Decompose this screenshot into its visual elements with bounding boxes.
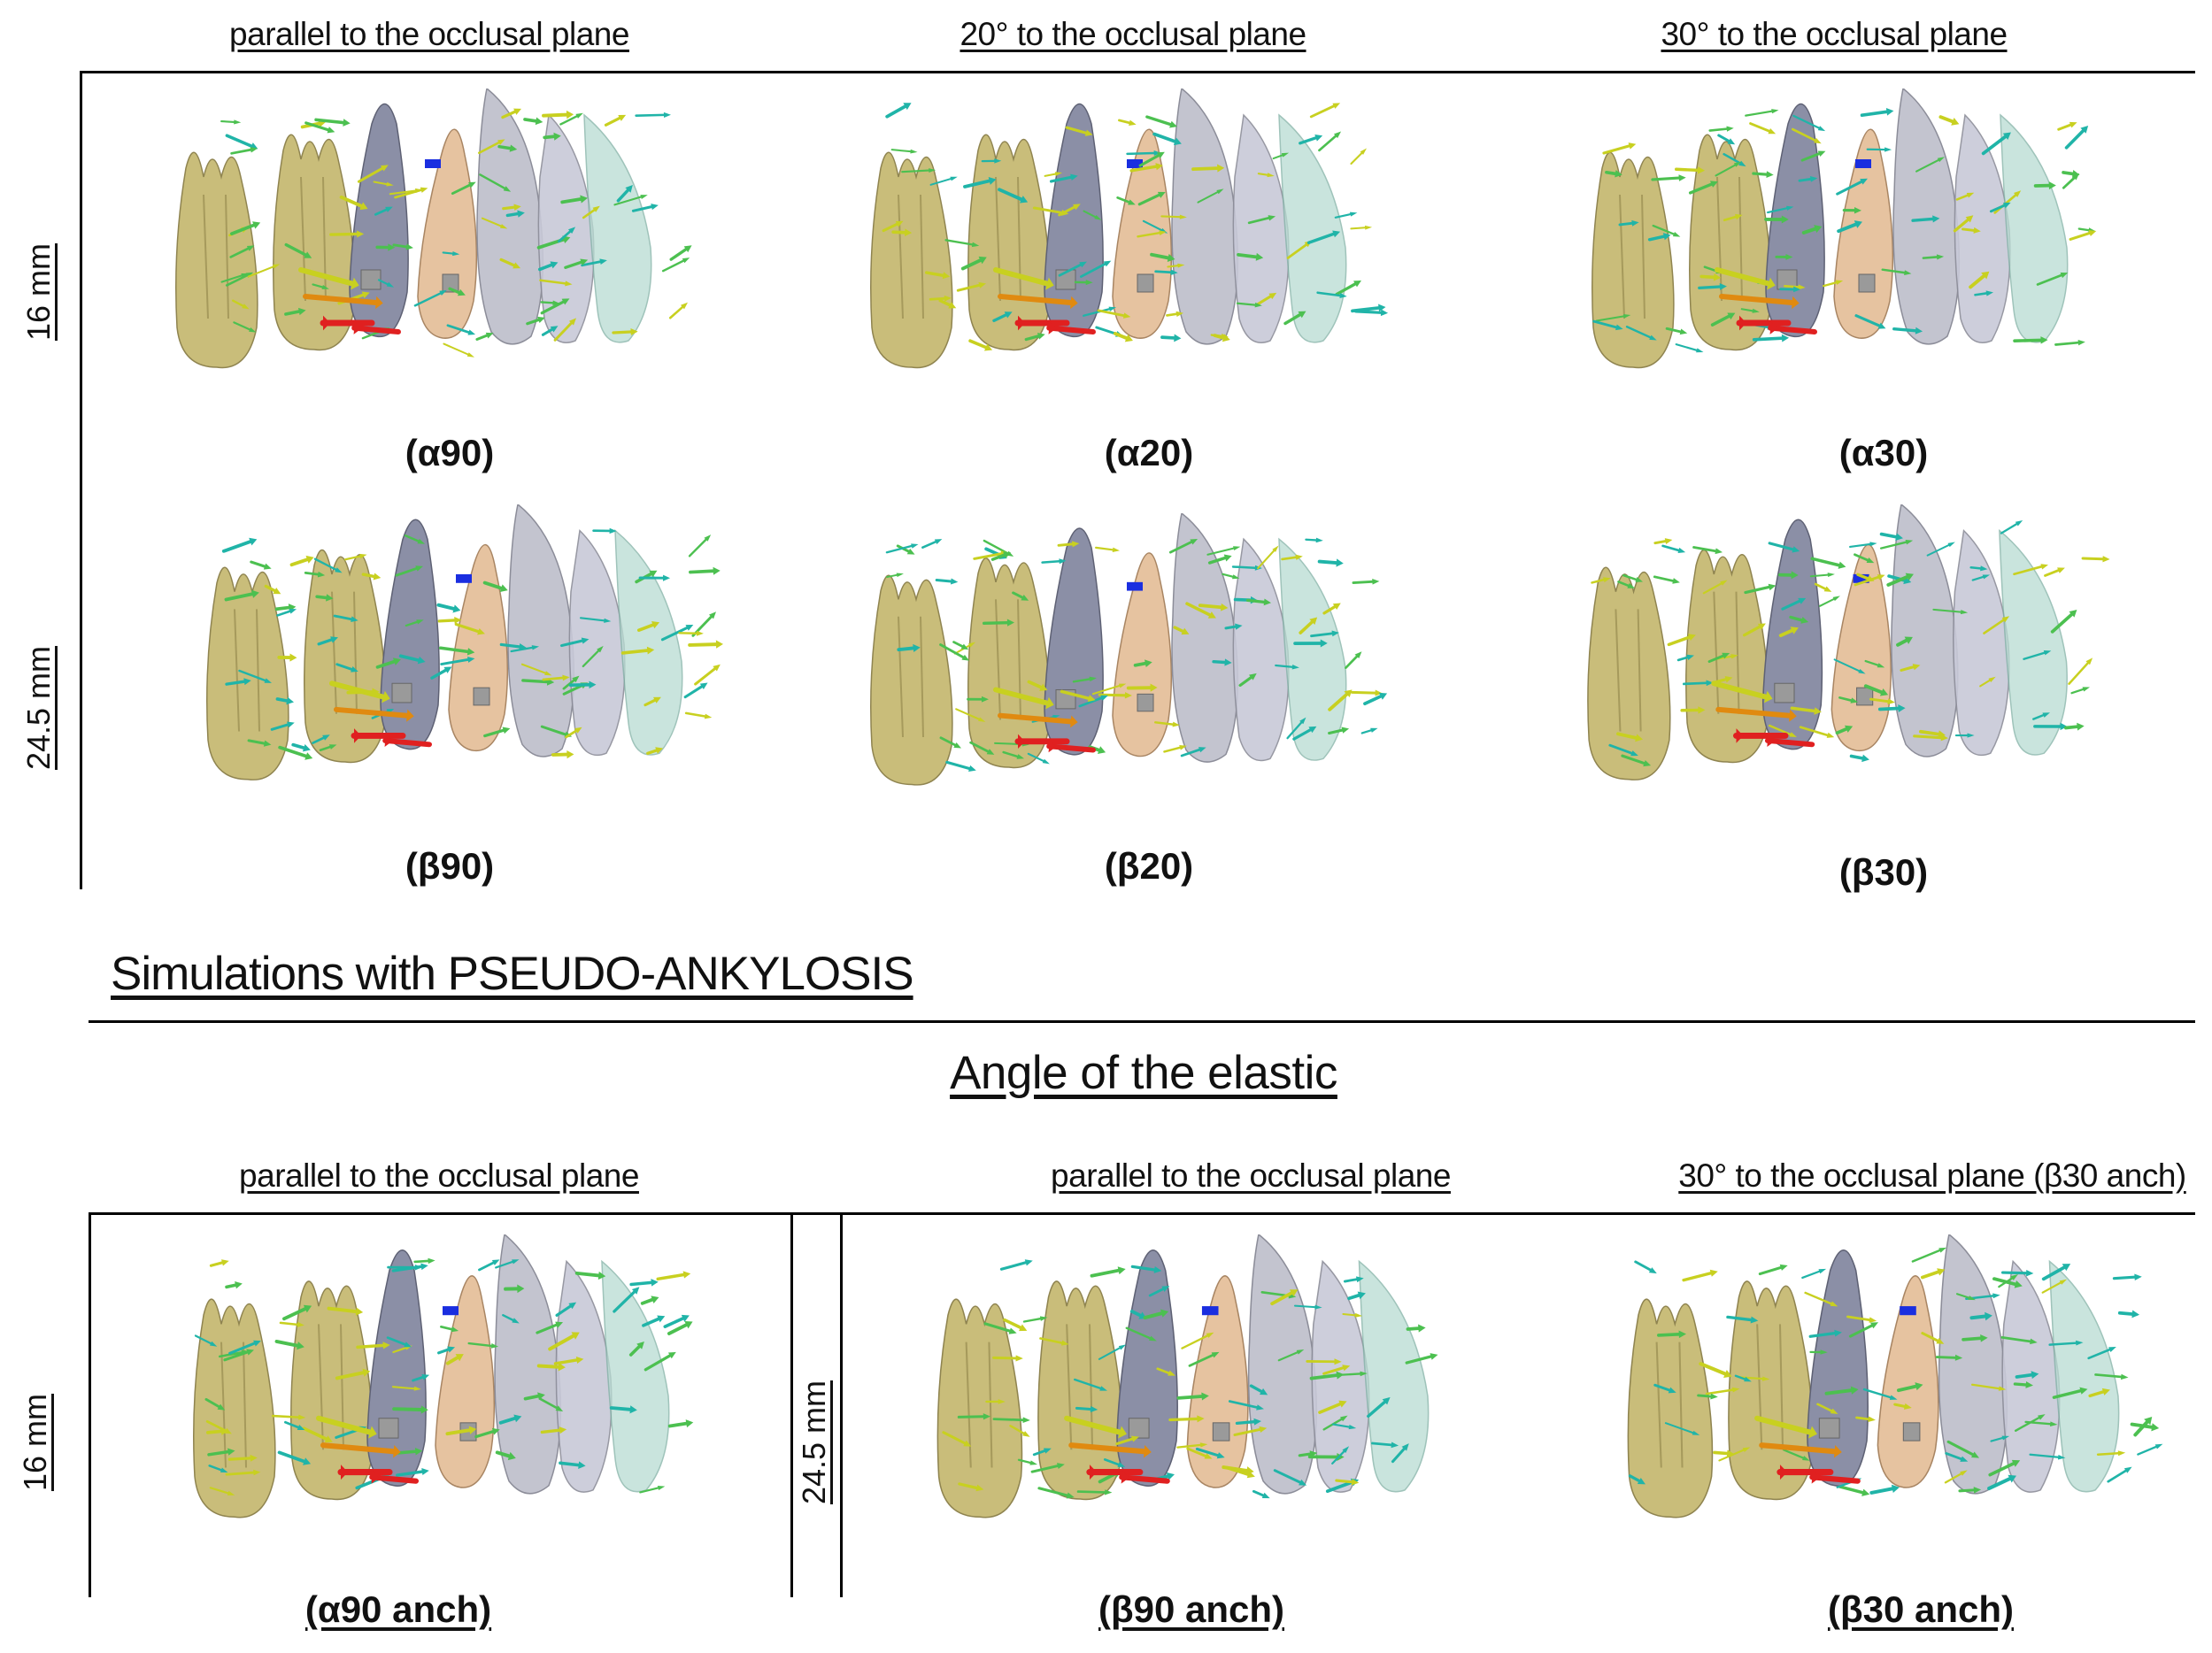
tooth-model-beta20	[854, 513, 1403, 832]
caption-beta30-anch: (β30 anch)	[1827, 1588, 2015, 1630]
bottom-header-parallel-2: parallel to the occlusal plane	[1051, 1157, 1451, 1194]
caption-alpha90: (α90)	[405, 432, 495, 473]
tooth-model-alpha30	[1576, 88, 2124, 416]
caption-alpha30: (α30)	[1838, 432, 1929, 473]
tooth-model-image	[936, 1234, 1438, 1518]
caption-alpha20: (α20)	[1104, 432, 1194, 473]
section-title: Simulations with PSEUDO-ANKYLOSIS	[111, 948, 914, 1000]
tooth-model-alpha90-anch	[177, 1234, 726, 1566]
top-frame-horizontal	[80, 71, 2195, 73]
tooth-model-beta30-anch	[1611, 1234, 2177, 1566]
bottom-header-30deg-anch: 30° to the occlusal plane (β30 anch)	[1678, 1157, 2186, 1194]
tooth-model-image	[1592, 88, 2097, 369]
top-header-30deg: 30° to the occlusal plane	[1661, 16, 2008, 52]
tooth-model-alpha90	[159, 88, 708, 416]
row-label-16mm-bottom: 16 mm	[17, 1393, 53, 1492]
top-header-20deg: 20° to the occlusal plane	[960, 16, 1306, 52]
caption-alpha90-anch: (α90 anch)	[304, 1588, 492, 1630]
tooth-model-beta90-anch	[921, 1234, 1487, 1566]
row-label-24mm-top: 24.5 mm	[20, 645, 57, 771]
top-frame-vertical	[80, 71, 82, 889]
subtitle-angle-of-elastic: Angle of the elastic	[950, 1047, 1337, 1099]
tooth-model-image	[206, 504, 723, 780]
section-divider	[89, 1020, 2195, 1023]
tooth-model-beta30	[1571, 504, 2124, 827]
bottom-frame-mid-vertical-2	[840, 1212, 843, 1597]
tooth-model-alpha20	[854, 88, 1403, 416]
tooth-model-image	[1587, 504, 2110, 780]
bottom-frame-left-vertical	[89, 1212, 91, 1597]
top-header-parallel: parallel to the occlusal plane	[229, 16, 629, 52]
caption-beta90-anch: (β90 anch)	[1098, 1588, 1285, 1630]
caption-beta30: (β30)	[1838, 851, 1929, 893]
tooth-model-image	[175, 88, 692, 369]
tooth-model-beta90	[190, 504, 739, 827]
tooth-model-image	[870, 513, 1388, 786]
tooth-model-image	[870, 88, 1389, 369]
row-label-16mm-top: 16 mm	[20, 242, 57, 342]
caption-beta90: (β90)	[405, 845, 495, 887]
bottom-frame-horizontal	[89, 1212, 2195, 1215]
tooth-model-image	[1627, 1234, 2163, 1518]
row-label-24mm-bottom: 24.5 mm	[796, 1380, 832, 1505]
bottom-frame-mid-vertical-1	[790, 1212, 793, 1597]
tooth-model-image	[193, 1234, 694, 1518]
bottom-header-parallel-1: parallel to the occlusal plane	[239, 1157, 639, 1194]
caption-beta20: (β20)	[1104, 845, 1194, 887]
